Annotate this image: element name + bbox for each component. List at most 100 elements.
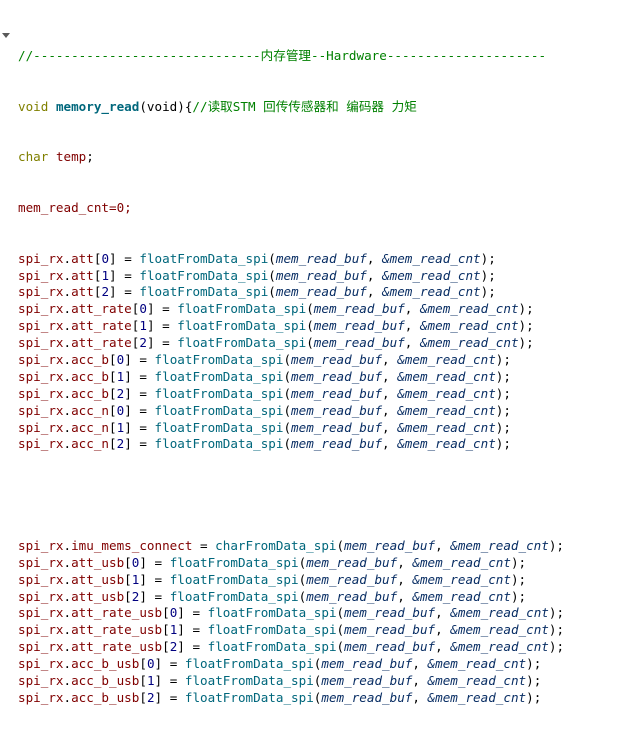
index-value: 1 bbox=[116, 419, 125, 435]
counter-argument: &mem_read_cnt bbox=[427, 656, 527, 672]
code-line-assignment: spi_rx.acc_n[0] = floatFromData_spi(mem_… bbox=[18, 402, 511, 418]
function-call: floatFromData_spi bbox=[184, 672, 314, 688]
index-value: 2 bbox=[101, 284, 110, 300]
code-line-assignment: spi_rx.acc_b_usb[0] = floatFromData_spi(… bbox=[18, 656, 542, 672]
object-name: spi_rx bbox=[18, 335, 64, 351]
member-name: att bbox=[71, 284, 94, 300]
function-call: floatFromData_spi bbox=[139, 250, 269, 266]
index-value: 1 bbox=[146, 672, 155, 688]
code-line-assignment: spi_rx.att_usb[2] = floatFromData_spi(me… bbox=[18, 588, 527, 604]
buffer-argument: mem_read_buf bbox=[313, 335, 405, 351]
code-line-assignment: spi_rx.att_rate[0] = floatFromData_spi(m… bbox=[18, 301, 534, 317]
function-call: floatFromData_spi bbox=[177, 318, 307, 334]
index-value: 1 bbox=[139, 318, 147, 334]
object-name: spi_rx bbox=[18, 402, 64, 418]
buffer-argument: mem_read_buf bbox=[313, 318, 405, 334]
counter-argument: &mem_read_cnt bbox=[412, 571, 511, 587]
buffer-argument: mem_read_buf bbox=[344, 605, 436, 621]
variable-name: temp bbox=[55, 149, 87, 165]
code-line-function-signature: void memory_read(void){//读取STM 回传传感器和 编码… bbox=[18, 99, 632, 116]
function-call: floatFromData_spi bbox=[154, 368, 284, 384]
object-name: spi_rx bbox=[18, 436, 64, 452]
buffer-argument: mem_read_buf bbox=[275, 250, 367, 266]
counter-argument: &mem_read_cnt bbox=[419, 318, 519, 334]
member-name: att bbox=[71, 250, 94, 266]
counter-argument: &mem_read_cnt bbox=[382, 284, 481, 300]
counter-argument: &mem_read_cnt bbox=[412, 554, 511, 570]
function-call: floatFromData_spi bbox=[169, 588, 299, 604]
code-line-assignment: spi_rx.acc_n[1] = floatFromData_spi(mem_… bbox=[18, 419, 511, 435]
counter-argument: &mem_read_cnt bbox=[427, 672, 527, 688]
member-name: att_usb bbox=[71, 554, 125, 570]
code-line-assignment: spi_rx.imu_mems_connect = charFromData_s… bbox=[18, 537, 565, 553]
index-value: 1 bbox=[101, 267, 110, 283]
member-name: acc_b_usb bbox=[71, 672, 140, 688]
counter-argument: &mem_read_cnt bbox=[382, 250, 481, 266]
function-params: (void){ bbox=[139, 98, 193, 114]
member-name: acc_b bbox=[71, 385, 110, 401]
object-name: spi_rx bbox=[18, 554, 64, 570]
member-name: acc_b bbox=[71, 351, 110, 367]
code-line-declaration: char temp; bbox=[18, 149, 94, 165]
function-call: floatFromData_spi bbox=[184, 656, 314, 672]
function-comment: //读取STM 回传传感器和 编码器 力矩 bbox=[192, 98, 417, 114]
buffer-argument: mem_read_buf bbox=[313, 301, 405, 317]
counter-argument: &mem_read_cnt bbox=[397, 402, 496, 418]
buffer-argument: mem_read_buf bbox=[275, 284, 367, 300]
code-line-assignment: spi_rx.att_rate[2] = floatFromData_spi(m… bbox=[18, 335, 534, 351]
code-area[interactable]: //------------------------------内存管理--Ha… bbox=[18, 14, 632, 741]
object-name: spi_rx bbox=[18, 622, 64, 638]
index-value: 0 bbox=[169, 605, 178, 621]
counter-argument: &mem_read_cnt bbox=[450, 605, 549, 621]
object-name: spi_rx bbox=[18, 267, 64, 283]
index-value: 0 bbox=[131, 554, 140, 570]
code-editor[interactable]: //------------------------------内存管理--Ha… bbox=[0, 0, 632, 705]
index-value: 1 bbox=[116, 368, 125, 384]
member-name: imu_mems_connect bbox=[71, 537, 193, 553]
member-name: att_rate_usb bbox=[71, 605, 163, 621]
object-name: spi_rx bbox=[18, 656, 64, 672]
buffer-argument: mem_read_buf bbox=[291, 436, 383, 452]
member-name: acc_n bbox=[71, 402, 110, 418]
function-call: charFromData_spi bbox=[215, 537, 337, 553]
function-call: floatFromData_spi bbox=[154, 436, 284, 452]
code-line-assignment: spi_rx.att_usb[0] = floatFromData_spi(me… bbox=[18, 554, 527, 570]
code-line-comment-header: //------------------------------内存管理--Ha… bbox=[18, 48, 632, 65]
function-call: floatFromData_spi bbox=[169, 554, 299, 570]
index-value: 0 bbox=[116, 402, 125, 418]
code-block-usb-reads: spi_rx.imu_mems_connect = charFromData_s… bbox=[18, 538, 632, 707]
index-value: 0 bbox=[116, 351, 125, 367]
buffer-argument: mem_read_buf bbox=[306, 554, 398, 570]
counter-argument: &mem_read_cnt bbox=[397, 351, 496, 367]
code-line-assignment: spi_rx.att_rate_usb[1] = floatFromData_s… bbox=[18, 622, 565, 638]
code-line-blank bbox=[18, 487, 632, 504]
fold-arrow-icon[interactable] bbox=[2, 33, 10, 38]
keyword: void bbox=[18, 98, 49, 114]
member-name: att bbox=[71, 267, 94, 283]
code-line-init: mem_read_cnt=0; bbox=[18, 200, 632, 217]
index-value: 2 bbox=[116, 436, 125, 452]
index-value: 2 bbox=[169, 639, 178, 655]
code-line-assignment: spi_rx.acc_b_usb[2] = floatFromData_spi(… bbox=[18, 689, 542, 705]
type-keyword: char bbox=[18, 149, 49, 165]
index-value: 2 bbox=[139, 335, 147, 351]
member-name: acc_b bbox=[71, 368, 110, 384]
object-name: spi_rx bbox=[18, 250, 64, 266]
member-name: att_rate bbox=[71, 335, 132, 351]
index-value: 0 bbox=[146, 656, 155, 672]
object-name: spi_rx bbox=[18, 672, 64, 688]
comment-text: //------------------------------内存管理--Ha… bbox=[18, 47, 547, 63]
function-call: floatFromData_spi bbox=[169, 571, 299, 587]
counter-argument: &mem_read_cnt bbox=[412, 588, 511, 604]
function-call: floatFromData_spi bbox=[207, 605, 337, 621]
buffer-argument: mem_read_buf bbox=[321, 656, 413, 672]
function-call: floatFromData_spi bbox=[184, 689, 314, 705]
buffer-argument: mem_read_buf bbox=[321, 689, 413, 705]
member-name: att_usb bbox=[71, 571, 125, 587]
function-name: memory_read bbox=[55, 98, 140, 114]
member-name: att_rate bbox=[71, 318, 132, 334]
object-name: spi_rx bbox=[18, 639, 64, 655]
member-name: att_rate bbox=[71, 301, 132, 317]
buffer-argument: mem_read_buf bbox=[291, 385, 383, 401]
code-block-sensor-reads: spi_rx.att[0] = floatFromData_spi(mem_re… bbox=[18, 251, 632, 454]
